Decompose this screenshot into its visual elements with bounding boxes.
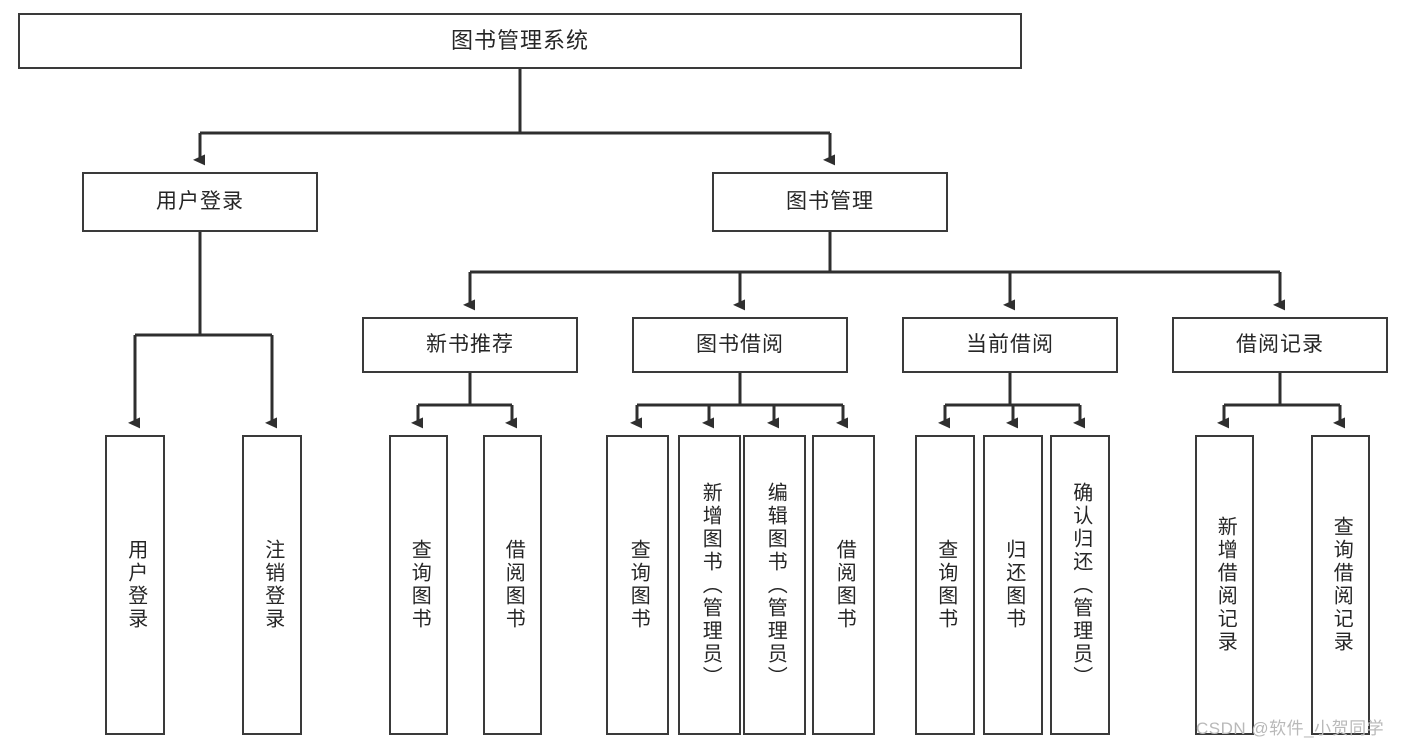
node-leaf-confirm-return[interactable]: 确认归还（管理员） <box>1050 435 1110 735</box>
node-leaf-query-book-current-label: 查询图书 <box>934 539 957 631</box>
node-leaf-return-book[interactable]: 归还图书 <box>983 435 1043 735</box>
node-leaf-query-book-current[interactable]: 查询图书 <box>915 435 975 735</box>
node-leaf-borrow-book-label: 借阅图书 <box>833 539 856 631</box>
node-leaf-query-book-borrow[interactable]: 查询图书 <box>606 435 669 735</box>
node-leaf-add-borrow-record-label: 新增借阅记录 <box>1214 516 1237 654</box>
node-leaf-query-book-recommend[interactable]: 查询图书 <box>389 435 448 735</box>
node-leaf-user-login[interactable]: 用户登录 <box>105 435 165 735</box>
node-leaf-borrow-book-recommend[interactable]: 借阅图书 <box>483 435 542 735</box>
node-borrow-record[interactable]: 借阅记录 <box>1172 317 1388 373</box>
node-root-label: 图书管理系统 <box>450 28 589 54</box>
node-leaf-add-book[interactable]: 新增图书（管理员） <box>678 435 741 735</box>
node-current-borrow-label: 当前借阅 <box>966 332 1054 356</box>
node-leaf-query-book-borrow-label: 查询图书 <box>627 539 650 631</box>
node-book-management-label: 图书管理 <box>786 189 874 213</box>
node-leaf-borrow-book[interactable]: 借阅图书 <box>812 435 875 735</box>
node-leaf-query-borrow-record[interactable]: 查询借阅记录 <box>1311 435 1370 735</box>
node-leaf-logout[interactable]: 注销登录 <box>242 435 302 735</box>
node-current-borrow[interactable]: 当前借阅 <box>902 317 1118 373</box>
node-user-login[interactable]: 用户登录 <box>82 172 318 232</box>
node-leaf-logout-label: 注销登录 <box>261 539 284 631</box>
node-user-login-label: 用户登录 <box>156 189 244 213</box>
node-leaf-edit-book[interactable]: 编辑图书（管理员） <box>743 435 806 735</box>
node-leaf-user-login-label: 用户登录 <box>124 539 147 631</box>
node-borrow-record-label: 借阅记录 <box>1236 332 1324 356</box>
node-leaf-return-book-label: 归还图书 <box>1002 539 1025 631</box>
node-leaf-borrow-book-recommend-label: 借阅图书 <box>502 539 525 631</box>
node-leaf-edit-book-label: 编辑图书（管理员） <box>764 481 787 689</box>
node-leaf-confirm-return-label: 确认归还（管理员） <box>1069 481 1092 689</box>
node-new-book-recommend-label: 新书推荐 <box>426 332 514 356</box>
node-leaf-add-borrow-record[interactable]: 新增借阅记录 <box>1195 435 1254 735</box>
node-book-borrow-label: 图书借阅 <box>696 332 784 356</box>
node-root[interactable]: 图书管理系统 <box>18 13 1022 69</box>
csdn-watermark: CSDN @软件_小贺同学 <box>1196 719 1385 738</box>
node-new-book-recommend[interactable]: 新书推荐 <box>362 317 578 373</box>
node-book-management[interactable]: 图书管理 <box>712 172 948 232</box>
node-book-borrow[interactable]: 图书借阅 <box>632 317 848 373</box>
node-leaf-query-borrow-record-label: 查询借阅记录 <box>1330 516 1353 654</box>
node-leaf-add-book-label: 新增图书（管理员） <box>699 481 722 689</box>
node-leaf-query-book-recommend-label: 查询图书 <box>408 539 431 631</box>
